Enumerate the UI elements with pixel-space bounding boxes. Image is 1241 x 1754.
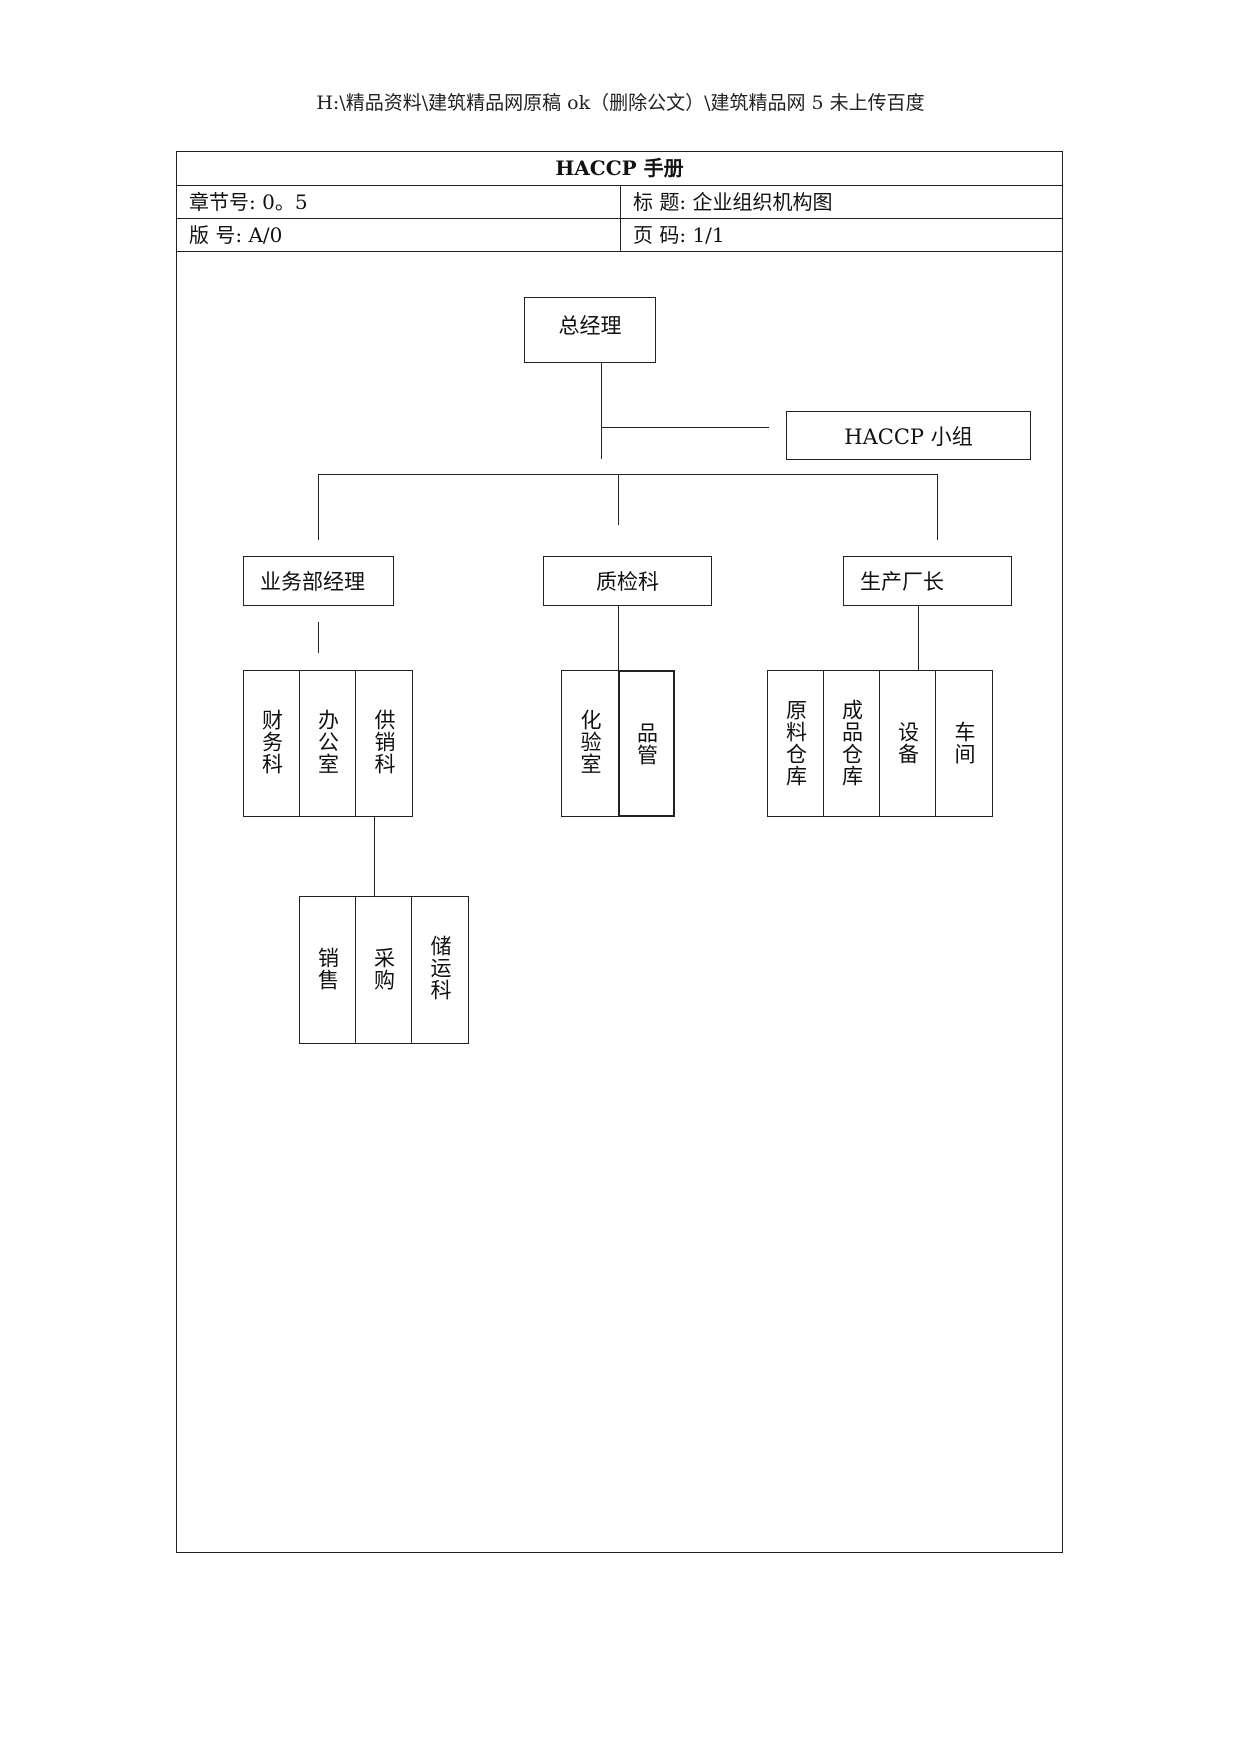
- storage-transport-box: 储运科: [411, 896, 469, 1044]
- plant-manager-box: 生产厂长: [843, 556, 1012, 606]
- business-sub-line: [318, 622, 319, 653]
- lab-box: 化验室: [561, 670, 619, 817]
- raw-store-label: 原料仓库: [783, 699, 808, 787]
- document-frame: HACCP 手册 章节号: 0。5 标 题: 企业组织机构图 版 号: A/0 …: [176, 151, 1063, 1553]
- page-number: 页 码: 1/1: [633, 223, 725, 247]
- chapter-number: 章节号: 0。5: [177, 186, 621, 218]
- workshop-box: 车间: [935, 670, 993, 817]
- workshop-label: 车间: [952, 721, 976, 765]
- sales-box: 销售: [299, 896, 356, 1044]
- qc-dept-box: 质检科: [543, 556, 712, 606]
- plant-drop-line: [937, 474, 938, 540]
- general-manager-label: 总经理: [558, 314, 622, 338]
- info-row-2: 版 号: A/0 页 码: 1/1: [177, 219, 1062, 252]
- info-row-1: 章节号: 0。5 标 题: 企业组织机构图: [177, 186, 1062, 219]
- document-title: HACCP 手册: [177, 152, 1062, 186]
- general-manager-box: 总经理: [524, 297, 656, 363]
- equipment-label: 设备: [895, 721, 920, 765]
- version-number: 版 号: A/0: [177, 219, 621, 251]
- lab-label: 化验室: [578, 709, 602, 775]
- gm-trunk-line: [601, 362, 602, 459]
- raw-store-box: 原料仓库: [767, 670, 824, 817]
- supply-sub-line: [374, 817, 375, 897]
- finance-label: 财务科: [259, 709, 284, 775]
- office-box: 办公室: [299, 670, 356, 817]
- sales-label: 销售: [315, 947, 340, 991]
- haccp-team-box: HACCP 小组: [786, 411, 1031, 460]
- storage-transport-label: 储运科: [428, 935, 452, 1001]
- supply-sales-label: 供销科: [372, 709, 396, 775]
- finished-store-label: 成品仓库: [839, 699, 864, 787]
- business-manager-box: 业务部经理: [243, 556, 394, 606]
- haccp-team-label: HACCP 小组: [844, 424, 973, 449]
- quality-mgmt-box: 品管: [618, 670, 675, 817]
- haccp-branch-line: [601, 427, 769, 428]
- business-manager-label: 业务部经理: [260, 570, 365, 594]
- purchase-label: 采购: [371, 947, 396, 991]
- business-drop-line: [318, 474, 319, 540]
- plant-sub-line: [918, 605, 919, 670]
- finished-store-box: 成品仓库: [823, 670, 880, 817]
- plant-manager-label: 生产厂长: [860, 570, 944, 594]
- quality-mgmt-label: 品管: [634, 722, 659, 766]
- office-label: 办公室: [315, 709, 340, 775]
- file-path-header: H:\精品资料\建筑精品网原稿 ok（删除公文）\建筑精品网 5 未上传百度: [316, 92, 925, 114]
- dept-bus-line: [318, 474, 937, 475]
- document-subject: 标 题: 企业组织机构图: [633, 190, 833, 214]
- qc-dept-label: 质检科: [596, 570, 659, 594]
- equipment-box: 设备: [879, 670, 936, 817]
- purchase-box: 采购: [355, 896, 412, 1044]
- finance-box: 财务科: [243, 670, 300, 817]
- qc-sub-line: [618, 605, 619, 670]
- qc-drop-line: [618, 474, 619, 525]
- supply-sales-box: 供销科: [355, 670, 413, 817]
